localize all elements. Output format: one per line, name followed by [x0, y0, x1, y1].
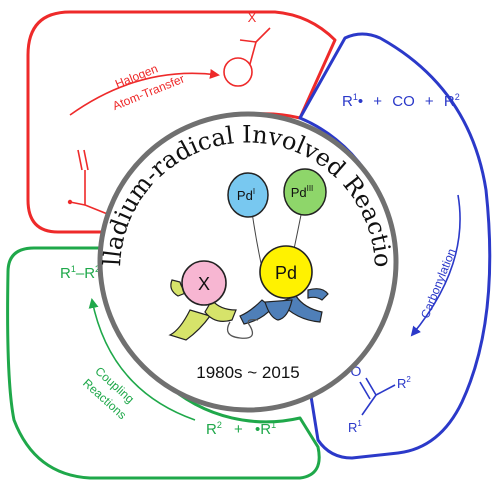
green-reaction-arrow — [88, 298, 196, 421]
center-years: 1980s ~ 2015 — [196, 363, 300, 382]
balloon-pd-iii: PdIII — [283, 168, 327, 269]
red-product-structure — [223, 27, 271, 87]
svg-text:PdIII: PdIII — [291, 184, 314, 200]
red-reaction-arrow — [69, 69, 220, 116]
character-swirls — [226, 318, 259, 339]
center-hub: Palladium-radical Involved Reactions PdI… — [0, 0, 399, 413]
green-equation: R2 + •R1 — [206, 415, 276, 438]
green-product: R1–R2 — [60, 264, 100, 282]
blue-ketone-r2: R2 — [397, 375, 411, 391]
character-x-label: X — [198, 274, 210, 294]
character-x: X — [168, 260, 237, 341]
character-pd: Pd — [239, 245, 329, 325]
red-product-x: X — [248, 10, 257, 25]
blue-ketone-r1: R1 — [348, 419, 362, 435]
balloon-pd-i: PdI — [227, 172, 269, 269]
blue-ketone-o: O — [351, 363, 362, 379]
blue-ketone-structure — [359, 377, 396, 416]
blue-equation: R1• + CO + R2 — [342, 92, 460, 110]
character-pd-label: Pd — [275, 263, 297, 283]
blue-label: Carbonylation — [418, 247, 459, 321]
svg-text:PdI: PdI — [237, 187, 255, 203]
blue-reaction-arrow — [410, 194, 461, 337]
